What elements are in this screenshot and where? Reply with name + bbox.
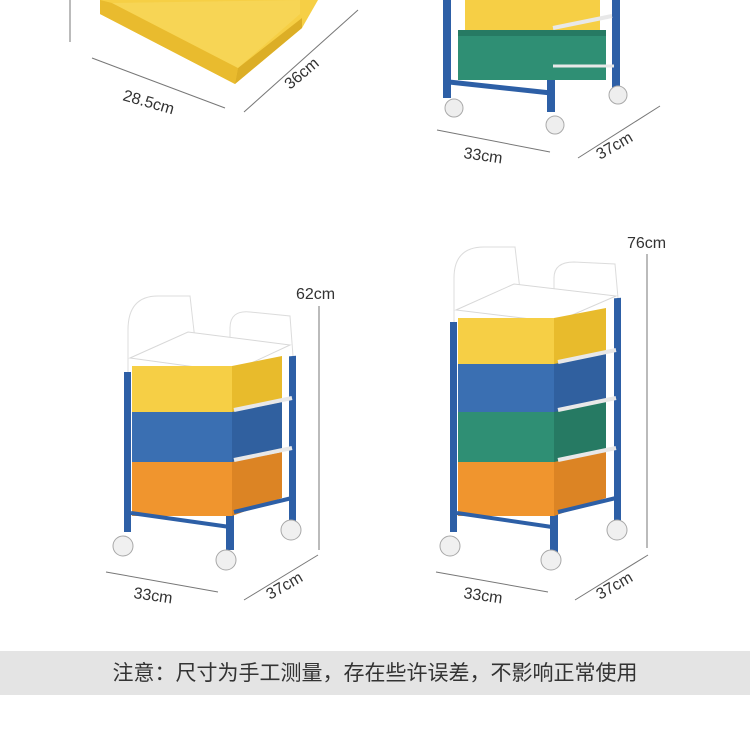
cart-four-dimension-lines xyxy=(435,254,649,601)
cart-four-drawer xyxy=(439,242,628,571)
cart-three-width-label: 33cm xyxy=(132,585,173,607)
cart-three-dimension-lines xyxy=(105,306,320,601)
cart-three-depth-label: 37cm xyxy=(264,569,306,603)
cart-three-drawer xyxy=(112,291,302,571)
cart-top-width-label: 33cm xyxy=(462,145,503,167)
single-drawer xyxy=(100,0,318,84)
drawer-dimension-lines xyxy=(69,0,359,113)
cart-top-dimension-lines xyxy=(436,105,661,159)
cart-top-right xyxy=(443,0,628,135)
cart-three-height-label: 62cm xyxy=(296,286,335,303)
cart-four-depth-label: 37cm xyxy=(594,569,636,603)
cart-four-height-label: 76cm xyxy=(627,235,666,252)
notice-text: 注意：尺寸为手工测量，存在些许误差，不影响正常使用 xyxy=(112,661,638,685)
notice-bar: 注意：尺寸为手工测量，存在些许误差，不影响正常使用 xyxy=(0,651,750,695)
cart-four-width-label: 33cm xyxy=(462,585,503,607)
drawer-width-label: 28.5cm xyxy=(121,88,176,119)
